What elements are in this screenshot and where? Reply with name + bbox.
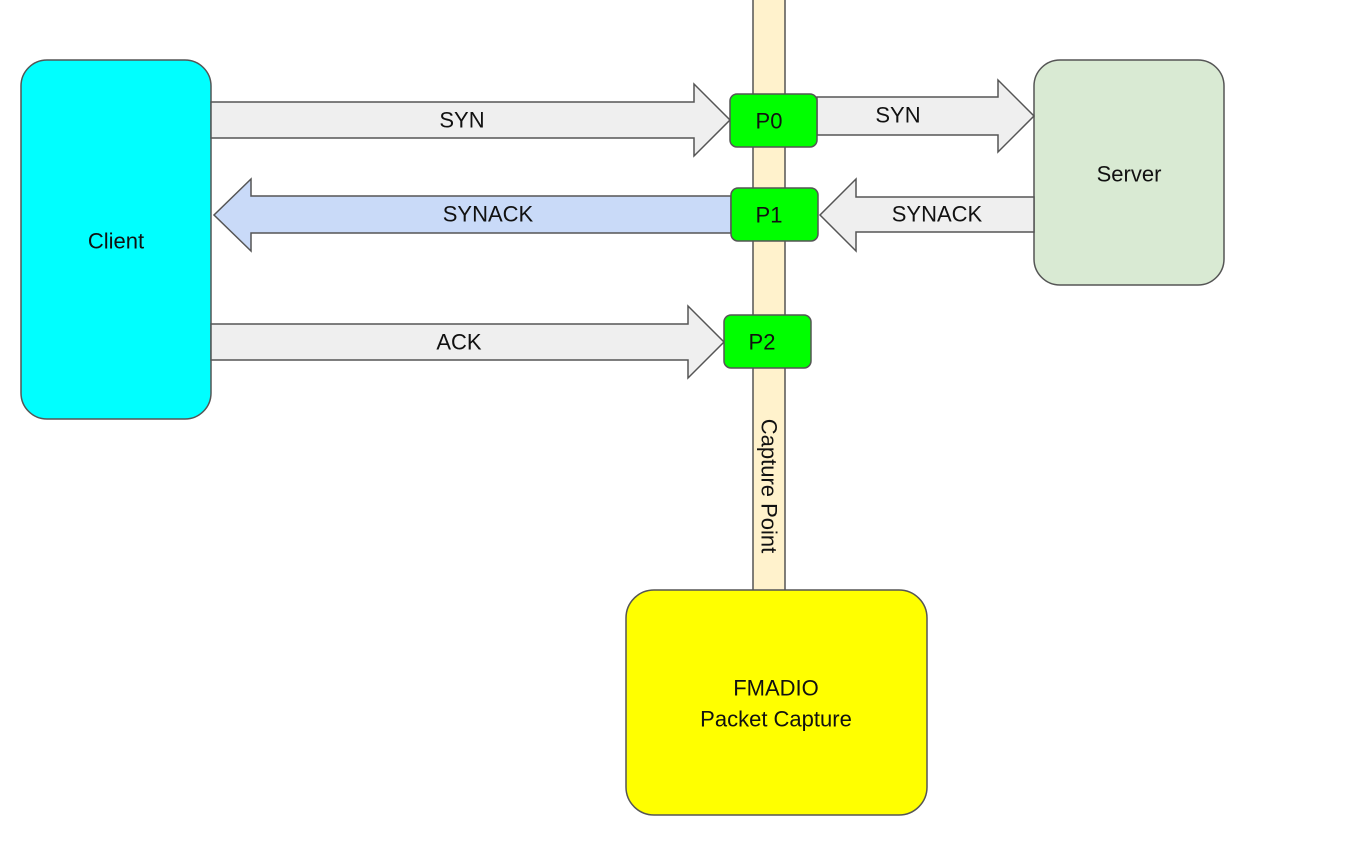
arrow-client-syn-label: SYN <box>439 108 484 133</box>
client-label: Client <box>88 229 144 254</box>
fmadio-capture-box[interactable] <box>625 589 928 816</box>
arrow-client-ack-label: ACK <box>436 330 482 355</box>
capture-point-p2-label: P2 <box>749 330 776 355</box>
arrow-client-syn <box>210 82 732 158</box>
server-label: Server <box>1097 162 1162 187</box>
capture-point-p1-label: P1 <box>756 203 783 228</box>
fmadio-label-line1: FMADIO <box>733 676 819 701</box>
arrow-client-synack <box>212 177 732 253</box>
arrow-server-syn <box>816 78 1036 154</box>
server-box[interactable] <box>1033 59 1225 286</box>
arrow-server-syn-label: SYN <box>875 103 920 128</box>
arrow-server-synack <box>818 177 1035 253</box>
arrow-server-synack-label: SYNACK <box>892 202 983 227</box>
capture-point-p1[interactable] <box>730 187 819 242</box>
arrow-client-synack-label: SYNACK <box>443 202 534 227</box>
capture-line-label: Capture Point <box>757 419 782 554</box>
capture-point-p0-label: P0 <box>756 109 783 134</box>
capture-point-p0[interactable] <box>729 93 818 148</box>
fmadio-label-line2: Packet Capture <box>700 707 852 732</box>
client-box[interactable] <box>20 59 212 420</box>
capture-point-p2[interactable] <box>723 314 812 369</box>
arrow-client-ack <box>210 304 726 380</box>
